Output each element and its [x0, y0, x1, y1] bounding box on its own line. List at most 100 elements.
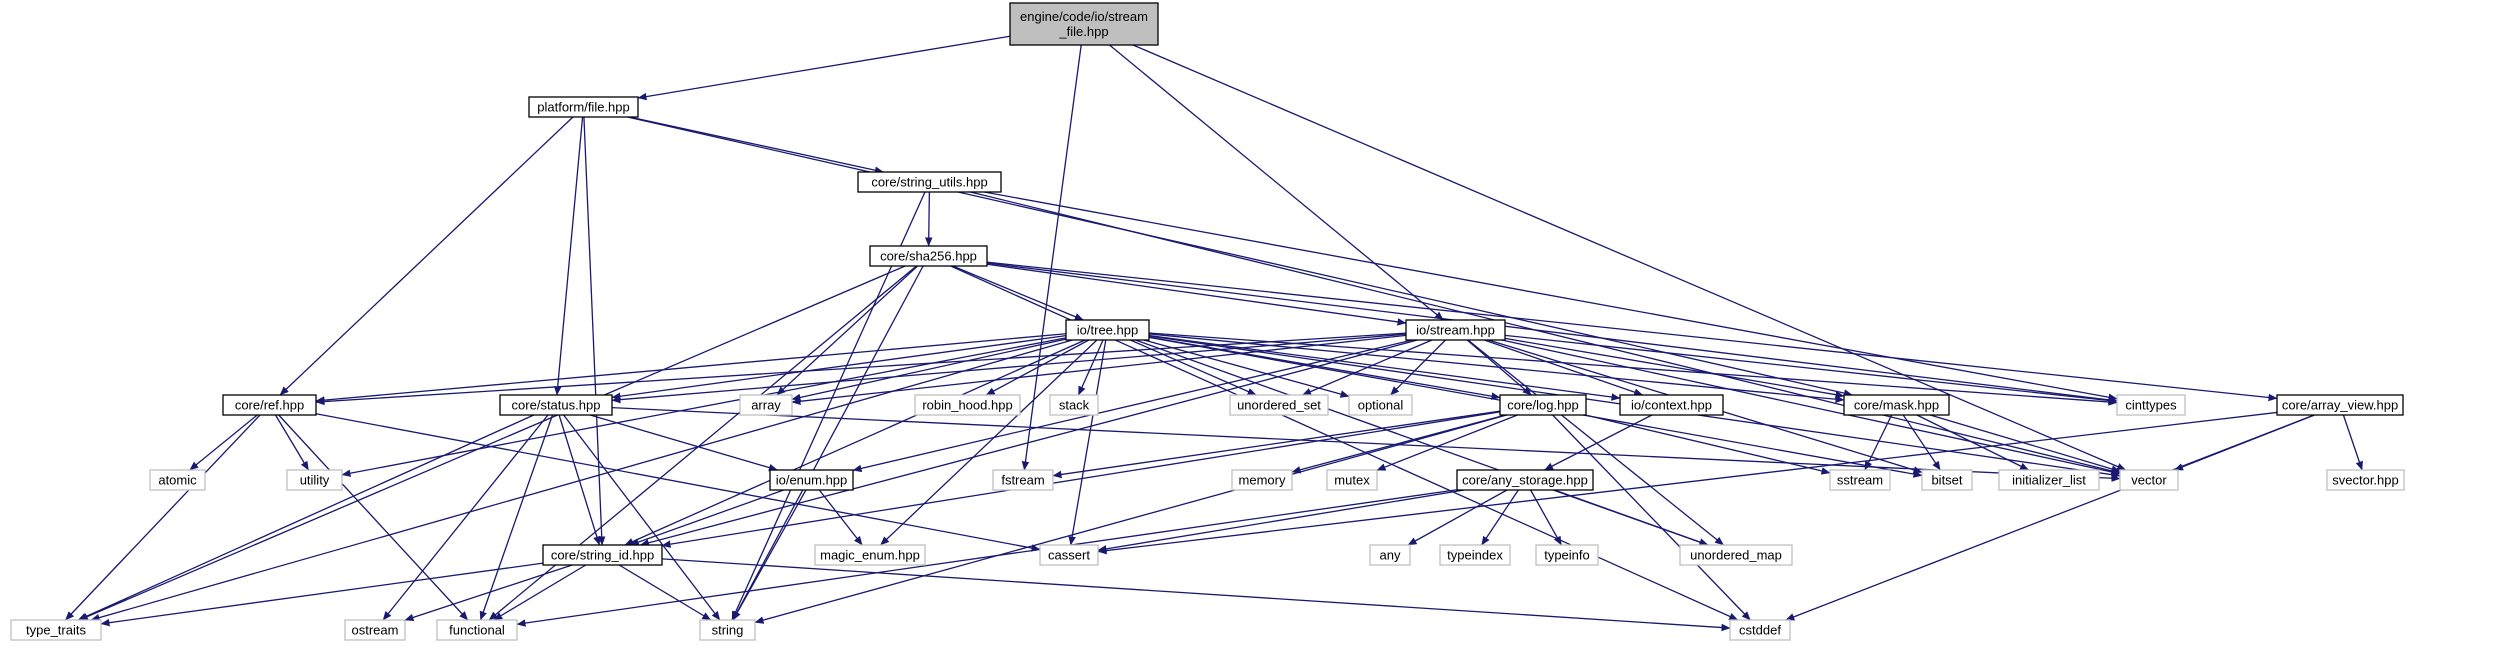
edge-sha256-to-cstddef — [950, 265, 1739, 621]
edge-io_stream-to-cinttypes — [1504, 334, 2118, 405]
node-label-core_status: core/status.hpp — [512, 398, 601, 413]
node-label-any: any — [1380, 548, 1401, 563]
edge-io_stream-to-unordered_map — [1467, 339, 1724, 546]
node-atomic: atomic — [149, 469, 206, 491]
edge-any_storage-to-typeinfo — [1530, 489, 1562, 546]
node-label-core_mask: core/mask.hpp — [1854, 398, 1939, 413]
edge-core_status-to-string — [563, 414, 721, 621]
node-label-root: engine/code/io/stream_file.hpp — [1020, 9, 1148, 39]
node-core_log[interactable]: core/log.hpp — [1499, 394, 1587, 416]
edge-any_storage-to-functional — [516, 489, 1458, 627]
node-optional: optional — [1348, 394, 1413, 416]
edge-root-to-platform_file — [637, 35, 1011, 101]
edge-any_storage-to-any — [1407, 489, 1508, 546]
node-platform_file[interactable]: platform/file.hpp — [528, 96, 639, 118]
node-any_storage[interactable]: core/any_storage.hpp — [1456, 469, 1594, 491]
node-label-cassert: cassert — [1048, 548, 1090, 563]
node-io_enum[interactable]: io/enum.hpp — [769, 469, 854, 491]
node-fstream: fstream — [992, 469, 1054, 491]
node-array_view[interactable]: core/array_view.hpp — [2276, 394, 2404, 416]
edge-root-to-vector — [1132, 44, 2127, 471]
node-label-io_enum: io/enum.hpp — [776, 473, 848, 488]
node-box-unordered_set — [1229, 394, 1329, 416]
edge-io_tree-to-magic_enum — [880, 339, 1098, 546]
edge-string_utils-to-cinttypes — [984, 191, 2118, 401]
edge-io_tree-to-type_traits — [90, 339, 1073, 622]
edge-io_stream-to-io_enum — [852, 339, 1413, 473]
node-string: string — [699, 619, 756, 641]
edge-io_stream-to-io_context — [1484, 339, 1644, 396]
edge-core_ref-to-atomic — [189, 414, 258, 471]
edge-array_view-to-svector — [2342, 414, 2363, 471]
node-box-any — [1369, 544, 1411, 566]
edge-string_utils-to-vector — [970, 191, 2121, 475]
node-array: array — [739, 394, 793, 416]
node-core_ref[interactable]: core/ref.hpp — [222, 394, 317, 416]
edge-io_tree-to-robin_hood — [985, 339, 1090, 396]
node-label-mutex: mutex — [1334, 473, 1370, 488]
edge-core_status-to-ostream — [382, 414, 549, 621]
edge-core_ref-to-utility — [274, 414, 310, 471]
edge-core_log-to-string_id — [661, 411, 1501, 548]
node-box-string_utils — [857, 171, 1002, 193]
edge-io_enum-to-string_id — [629, 489, 784, 546]
node-label-stack: stack — [1059, 398, 1090, 413]
node-box-typeinfo — [1535, 544, 1599, 566]
node-label-svector: svector.hpp — [2332, 473, 2399, 488]
node-root[interactable]: engine/code/io/stream_file.hpp — [1009, 2, 1159, 46]
edge-io_stream-to-string_id — [639, 339, 1418, 547]
node-robin_hood: robin_hood.hpp — [914, 394, 1021, 416]
node-label-robin_hood: robin_hood.hpp — [922, 398, 1012, 413]
node-label-fstream: fstream — [1001, 473, 1044, 488]
node-label-bitset: bitset — [1931, 473, 1962, 488]
node-core_status[interactable]: core/status.hpp — [499, 394, 613, 416]
node-label-typeindex: typeindex — [1447, 548, 1503, 563]
edge-any_storage-to-typeindex — [1481, 489, 1519, 546]
node-type_traits: type_traits — [10, 619, 102, 641]
node-label-io_tree: io/tree.hpp — [1077, 323, 1138, 338]
node-box-array_view — [2276, 394, 2404, 416]
edge-io_stream-to-array — [791, 334, 1407, 406]
node-box-robin_hood — [914, 394, 1021, 416]
node-label-type_traits: type_traits — [26, 623, 86, 638]
edge-sha256-to-type_traits — [78, 265, 906, 621]
node-box-utility — [286, 469, 343, 491]
node-string_id[interactable]: core/string_id.hpp — [542, 544, 663, 566]
node-io_context[interactable]: io/context.hpp — [1619, 394, 1724, 416]
node-label-string_utils: core/string_utils.hpp — [871, 175, 987, 190]
edge-io_tree-to-core_ref — [315, 333, 1067, 404]
node-sha256[interactable]: core/sha256.hpp — [869, 245, 988, 267]
node-string_utils[interactable]: core/string_utils.hpp — [857, 171, 1002, 193]
node-label-atomic: atomic — [158, 473, 197, 488]
edge-io_enum-to-string — [732, 489, 807, 621]
edge-platform_file-to-string_id — [583, 116, 606, 546]
node-box-string — [699, 619, 756, 641]
node-label-io_stream: io/stream.hpp — [1416, 323, 1495, 338]
node-label-initializer_list: initializer_list — [2012, 473, 2086, 488]
node-io_tree[interactable]: io/tree.hpp — [1065, 319, 1150, 341]
node-box-io_enum — [769, 469, 854, 491]
node-label-sha256: core/sha256.hpp — [880, 249, 977, 264]
node-box-vector — [2119, 469, 2179, 491]
edge-sha256-to-array_view — [986, 261, 2278, 402]
node-svector: svector.hpp — [2326, 469, 2405, 491]
edge-io_context-to-any_storage — [1544, 414, 1653, 471]
node-label-core_log: core/log.hpp — [1507, 398, 1579, 413]
node-box-bitset — [1921, 469, 1973, 491]
edge-io_tree-to-string_id — [624, 339, 1086, 546]
edges-layer — [65, 35, 2363, 632]
edge-core_status-to-type_traits — [77, 414, 535, 621]
node-label-optional: optional — [1358, 398, 1404, 413]
node-vector: vector — [2119, 469, 2179, 491]
node-label-array_view: core/array_view.hpp — [2282, 398, 2398, 413]
node-label-any_storage: core/any_storage.hpp — [1462, 473, 1588, 488]
node-mutex: mutex — [1326, 469, 1378, 491]
node-unordered_set: unordered_set — [1229, 394, 1329, 416]
edge-platform_file-to-core_ref — [279, 116, 574, 396]
node-io_stream[interactable]: io/stream.hpp — [1405, 319, 1506, 341]
edge-core_log-to-mutex — [1376, 414, 1518, 471]
node-box-cstddef — [1729, 619, 1791, 641]
node-core_mask[interactable]: core/mask.hpp — [1843, 394, 1950, 416]
node-initializer_list: initializer_list — [1998, 469, 2100, 491]
